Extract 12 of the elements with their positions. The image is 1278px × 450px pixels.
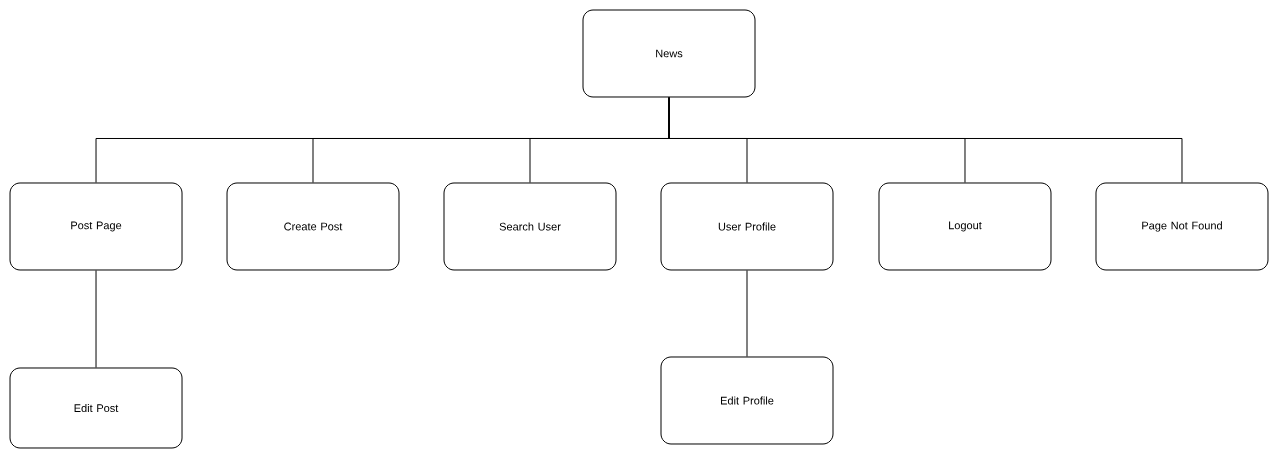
page-box: Edit Post — [9, 367, 183, 449]
page-box: Post Page — [9, 182, 183, 271]
connector-line — [746, 270, 748, 357]
page-box: Page Not Found — [1095, 182, 1269, 271]
page-box: News — [582, 9, 756, 98]
page-box: Logout — [878, 182, 1052, 271]
connector-line — [95, 270, 97, 368]
page-box: User Profile — [660, 182, 834, 271]
page-box: Edit Profile — [660, 356, 834, 445]
connector-line — [668, 97, 1183, 183]
page-box: Create Post — [226, 182, 400, 271]
page-box: Search User — [443, 182, 617, 271]
